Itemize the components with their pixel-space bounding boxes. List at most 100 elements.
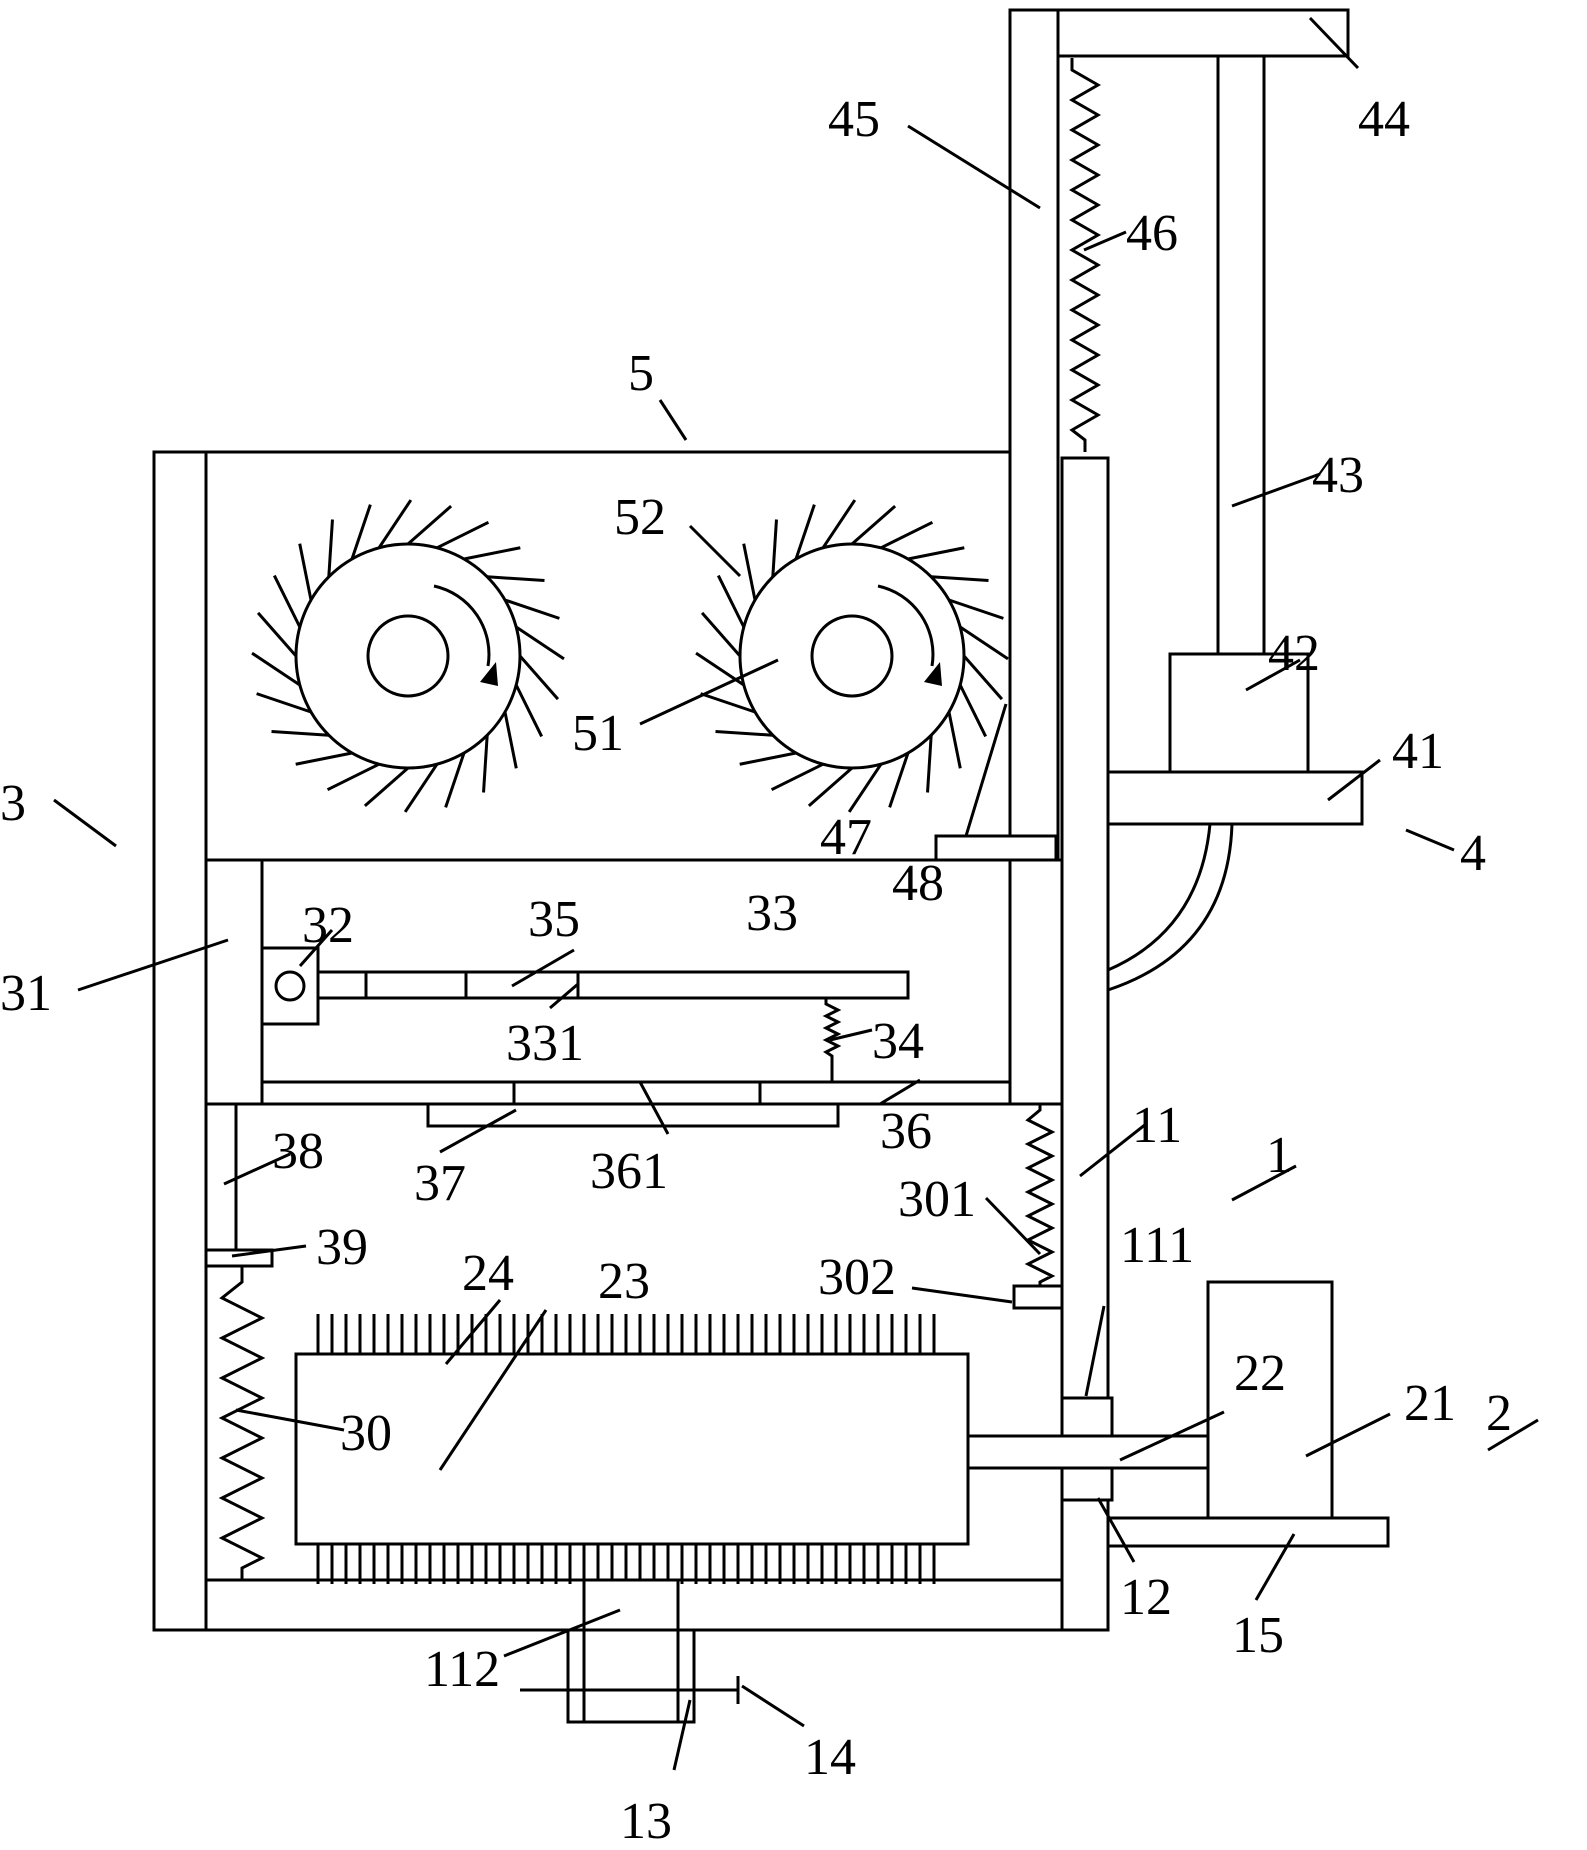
label-4: 4 <box>1460 825 1486 882</box>
brush-drum <box>294 1352 970 1546</box>
roller-tooth <box>436 520 490 550</box>
label-52: 52 <box>614 489 666 546</box>
roller-tooth <box>926 735 933 793</box>
roller-tooth <box>256 692 312 714</box>
label-45: 45 <box>828 91 880 148</box>
label-301: 301 <box>898 1171 976 1228</box>
label-22: 22 <box>1234 1345 1286 1402</box>
label-31: 31 <box>0 965 52 1022</box>
roller-tooth <box>739 751 797 766</box>
label-2: 2 <box>1486 1385 1512 1442</box>
hose-outer <box>1107 823 1212 972</box>
label-331: 331 <box>506 1015 584 1072</box>
label-48: 48 <box>892 855 944 912</box>
guide-post <box>204 858 264 1106</box>
roller-tooth <box>959 625 1009 661</box>
slide-plate <box>934 834 1058 862</box>
roller-tooth <box>700 692 756 714</box>
roller-tooth <box>514 684 544 738</box>
spring-small <box>822 998 842 1082</box>
outlet-box <box>566 1628 696 1724</box>
roller-tooth <box>518 655 560 701</box>
roller-tooth <box>251 651 301 687</box>
top-arm <box>1056 8 1350 58</box>
roller-tooth <box>847 763 883 813</box>
label-13: 13 <box>620 1793 672 1850</box>
baffle <box>964 703 1008 837</box>
label-5: 5 <box>628 345 654 402</box>
label-14: 14 <box>804 1729 856 1786</box>
spring-left <box>218 1266 266 1580</box>
roller-tooth <box>742 543 757 601</box>
part-labels: 44 45 46 5 52 43 42 51 41 4 3 47 48 32 3… <box>0 91 1512 1850</box>
label-112: 112 <box>424 1641 500 1698</box>
roller-tooth <box>880 520 934 550</box>
roller-tooth <box>482 735 489 793</box>
roller-tooth <box>256 611 298 657</box>
label-35: 35 <box>528 891 580 948</box>
roller-tooth <box>807 766 853 808</box>
label-36: 36 <box>880 1103 932 1160</box>
roller-tooth <box>272 574 302 628</box>
roller-tooth <box>363 766 409 808</box>
leader-lines <box>53 16 1539 1771</box>
outlet-strip <box>426 1102 840 1128</box>
roller-tooth <box>888 752 910 808</box>
swing-plate <box>316 970 910 1000</box>
left-wall <box>152 450 208 1632</box>
label-47: 47 <box>820 809 872 866</box>
roller-left <box>251 499 565 813</box>
label-23: 23 <box>598 1253 650 1310</box>
label-44: 44 <box>1358 91 1410 148</box>
roller-tooth <box>377 499 413 549</box>
roller-tooth <box>271 730 329 737</box>
roller-tooth <box>350 504 372 560</box>
middle-right-wall <box>1008 858 1064 1106</box>
roller-tooth <box>716 574 746 628</box>
roller-tooth <box>503 711 518 769</box>
label-111: 111 <box>1120 1217 1194 1274</box>
roller-tooth <box>327 519 334 577</box>
roller-tooth <box>958 684 988 738</box>
roller-tooth <box>771 519 778 577</box>
spring-stop <box>1012 1284 1064 1310</box>
label-21: 21 <box>1404 1375 1456 1432</box>
roller-tooth <box>794 504 816 560</box>
label-15: 15 <box>1232 1607 1284 1664</box>
label-24: 24 <box>462 1245 514 1302</box>
label-302: 302 <box>818 1249 896 1306</box>
roller-tooth <box>444 752 466 808</box>
roller-right <box>695 499 1009 813</box>
spring-upper <box>1068 58 1102 452</box>
roller-tooth <box>948 598 1004 620</box>
roller-tooth <box>947 711 962 769</box>
vertical-rod <box>1008 8 1060 862</box>
spring-right <box>1024 1104 1056 1286</box>
label-37: 37 <box>414 1155 466 1212</box>
roller-tooth <box>931 575 989 582</box>
drive-shaft <box>966 1434 1210 1470</box>
label-43: 43 <box>1312 447 1364 504</box>
label-361: 361 <box>590 1143 668 1200</box>
roller-tooth <box>403 763 439 813</box>
label-32: 32 <box>302 897 354 954</box>
roller-tooth <box>962 655 1004 701</box>
roller-tooth <box>295 751 353 766</box>
roller-tooth <box>407 504 453 546</box>
hose-inner <box>1107 823 1234 992</box>
roller-tooth <box>821 499 857 549</box>
label-46: 46 <box>1126 205 1178 262</box>
roller-tooth <box>463 546 521 561</box>
roller-tooth <box>770 762 824 792</box>
roller-tooth <box>504 598 560 620</box>
label-33: 33 <box>746 885 798 942</box>
label-3: 3 <box>0 775 26 832</box>
label-34: 34 <box>872 1013 924 1070</box>
outlet-neck <box>582 1578 680 1632</box>
support-plate <box>1106 770 1364 826</box>
label-11: 11 <box>1132 1097 1182 1154</box>
roller-tooth <box>715 730 773 737</box>
label-39: 39 <box>316 1219 368 1276</box>
roller-tooth <box>700 611 742 657</box>
